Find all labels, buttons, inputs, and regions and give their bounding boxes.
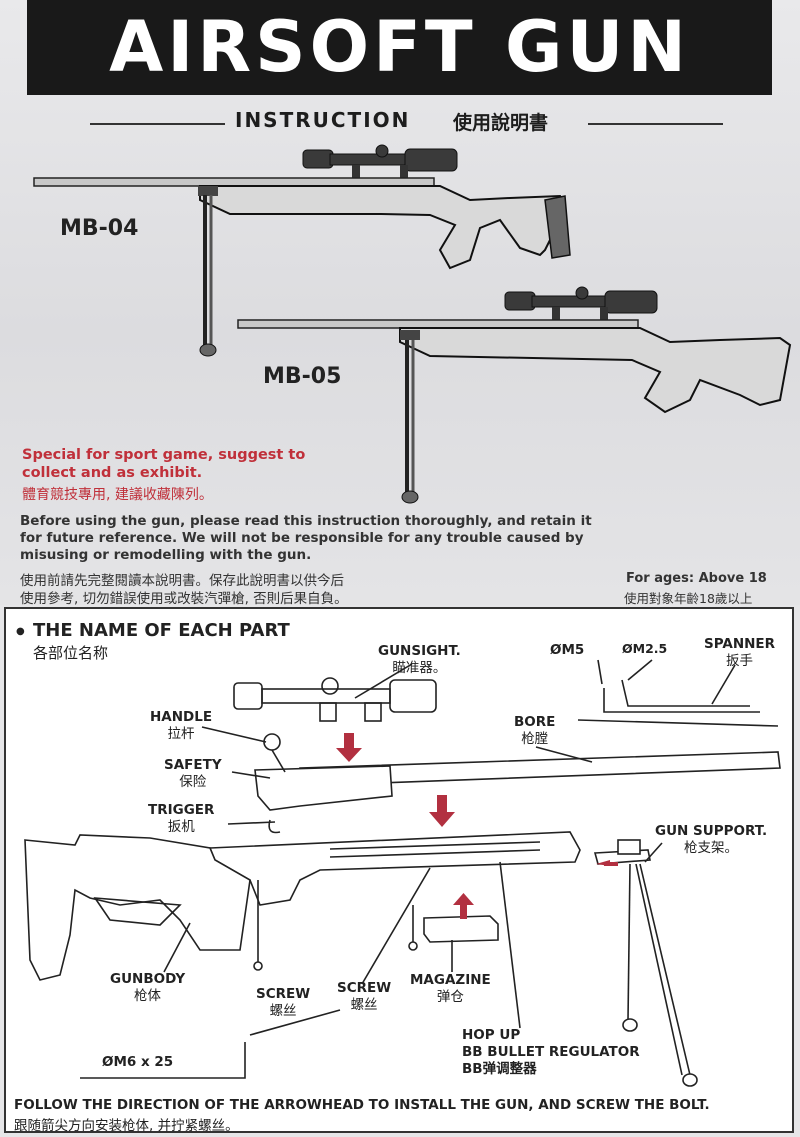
label-gunbody: GUNBODY 枪体 [110, 971, 185, 1005]
instruction-heading: INSTRUCTION [235, 108, 411, 132]
label-trigger-en: TRIGGER [148, 802, 215, 818]
parts-section-title-cn: 各部位名称 [33, 644, 109, 662]
rifle-mb05-illustration [237, 286, 792, 504]
label-handle: HANDLE 拉杆 [150, 709, 212, 743]
label-gunbody-en: GUNBODY [110, 971, 186, 987]
label-screw2-cn: 螺丝 [350, 997, 378, 1013]
ages-label: For ages: Above 18 [626, 571, 767, 586]
cover-section [0, 0, 800, 605]
divider-right [588, 123, 723, 125]
label-gunsight-cn: 瞄准器。 [392, 660, 447, 676]
label-hopup-line1: HOP UP [462, 1027, 521, 1043]
label-screw-2: SCREW 螺丝 [337, 980, 391, 1014]
label-hopup-line2: BB BULLET REGULATOR [462, 1044, 640, 1060]
footer-instruction-cn: 跟随箭尖方向安装枪体, 并拧紧螺丝。 [14, 1118, 239, 1134]
label-safety-en: SAFETY [164, 757, 222, 773]
label-spanner-cn: 扳手 [726, 653, 754, 669]
label-bore-en: BORE [514, 714, 556, 730]
label-m6x25: ØM6 x 25 [102, 1054, 174, 1070]
rifle-mb04-illustration [33, 144, 571, 357]
model-mb05: MB-05 [263, 364, 342, 389]
label-screw1-cn: 螺丝 [269, 1003, 297, 1019]
label-magazine-en: MAGAZINE [410, 972, 491, 988]
page-title: AIRSOFT GUN [109, 6, 690, 88]
label-gunsupport-en: GUN SUPPORT. [655, 823, 768, 839]
warning-cn-line1: 使用前請先完整閱讀本說明書。保存此說明書以供今后 [20, 573, 344, 589]
label-magazine: MAGAZINE 弹仓 [410, 972, 491, 1006]
label-handle-en: HANDLE [150, 709, 213, 725]
label-hopup-line3: BB弹调整器 [462, 1061, 537, 1077]
label-hop-up: HOP UP BB BULLET REGULATOR BB弹调整器 [462, 1027, 640, 1078]
label-bore-cn: 枪膛 [521, 731, 549, 747]
label-m5: ØM5 [550, 642, 585, 658]
label-magazine-cn: 弹仓 [436, 989, 464, 1005]
footer-instruction: FOLLOW THE DIRECTION OF THE ARROWHEAD TO… [14, 1097, 710, 1113]
divider-left [90, 123, 225, 125]
instruction-heading-cn: 使用說明書 [453, 112, 549, 134]
parts-section-title: THE NAME OF EACH PART [33, 620, 290, 641]
bullet-icon: ● [16, 626, 25, 637]
label-m25: ØM2.5 [622, 641, 668, 656]
sport-notice-line1: Special for sport game, suggest to [22, 447, 306, 463]
label-trigger-cn: 扳机 [167, 819, 195, 835]
warning-line2: for future reference. We will not be res… [20, 530, 584, 546]
label-handle-cn: 拉杆 [167, 726, 195, 742]
label-gun-support: GUN SUPPORT. 枪支架。 [655, 823, 767, 857]
ages-label-cn: 使用對象年齡18歲以上 [624, 591, 753, 606]
label-gunsight: GUNSIGHT. 瞄准器。 [378, 643, 461, 677]
title-banner: AIRSOFT GUN [27, 0, 772, 95]
label-spanner-en: SPANNER [704, 636, 776, 652]
warning-cn-line2: 使用參考, 切勿錯誤使用或改裝汽彈槍, 否則后果自負。 [20, 591, 348, 607]
sport-notice-cn: 體育競技專用, 建議收藏陳列。 [22, 487, 213, 503]
label-screw2-en: SCREW [337, 980, 392, 996]
label-safety: SAFETY 保险 [164, 757, 222, 791]
sport-notice-line2: collect and as exhibit. [22, 465, 203, 481]
label-gunbody-cn: 枪体 [134, 988, 162, 1004]
label-trigger: TRIGGER 扳机 [148, 802, 214, 836]
label-safety-cn: 保险 [179, 774, 207, 790]
warning-line1: Before using the gun, please read this i… [20, 513, 592, 529]
model-mb04: MB-04 [60, 216, 139, 241]
label-bore: BORE 枪膛 [514, 714, 555, 748]
label-screw1-en: SCREW [256, 986, 311, 1002]
label-spanner: SPANNER 扳手 [704, 636, 775, 670]
label-screw-1: SCREW 螺丝 [256, 986, 310, 1020]
label-gunsupport-cn: 枪支架。 [684, 840, 739, 856]
label-gunsight-en: GUNSIGHT. [378, 643, 461, 659]
warning-line3: misusing or remodelling with the gun. [20, 547, 312, 563]
